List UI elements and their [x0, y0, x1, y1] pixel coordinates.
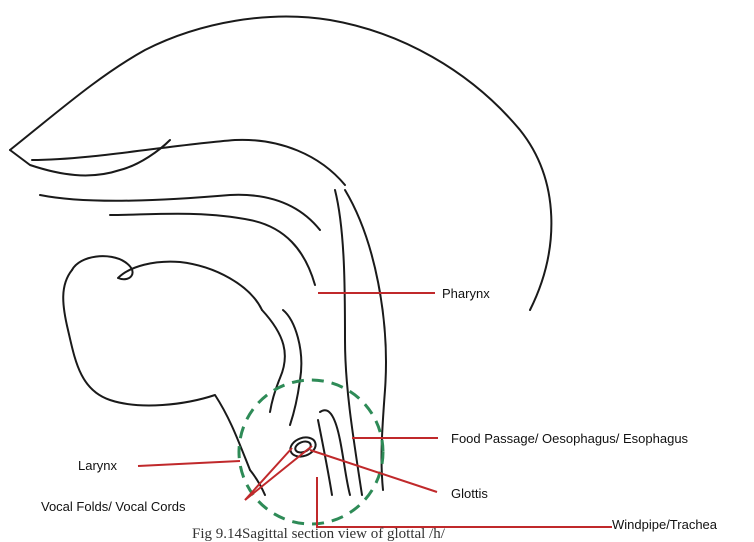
palate	[110, 214, 315, 285]
head-outline	[10, 17, 551, 310]
label-pharynx: Pharynx	[442, 287, 490, 300]
tongue-upper	[72, 256, 262, 310]
label-vocal-folds: Vocal Folds/ Vocal Cords	[41, 500, 186, 513]
nasal-cavity-upper	[32, 140, 345, 185]
larynx-leader	[138, 461, 240, 466]
vocal-folds-leader-2	[245, 446, 312, 500]
jaw-outline	[63, 270, 250, 470]
neck-posterior	[345, 190, 386, 490]
figure-caption: Fig 9.14Sagittal section view of glottal…	[192, 527, 445, 542]
pharynx-back-wall	[335, 190, 362, 495]
epiglottis	[283, 310, 301, 425]
glottis-shape	[288, 434, 319, 460]
glottis-leader	[310, 450, 437, 492]
nose-and-face-outline	[10, 140, 170, 175]
label-food-passage: Food Passage/ Oesophagus/ Esophagus	[451, 432, 688, 445]
label-larynx: Larynx	[78, 459, 117, 472]
label-glottis: Glottis	[451, 487, 488, 500]
nasal-cavity-lower	[40, 195, 320, 230]
label-windpipe: Windpipe/Trachea	[612, 518, 717, 531]
